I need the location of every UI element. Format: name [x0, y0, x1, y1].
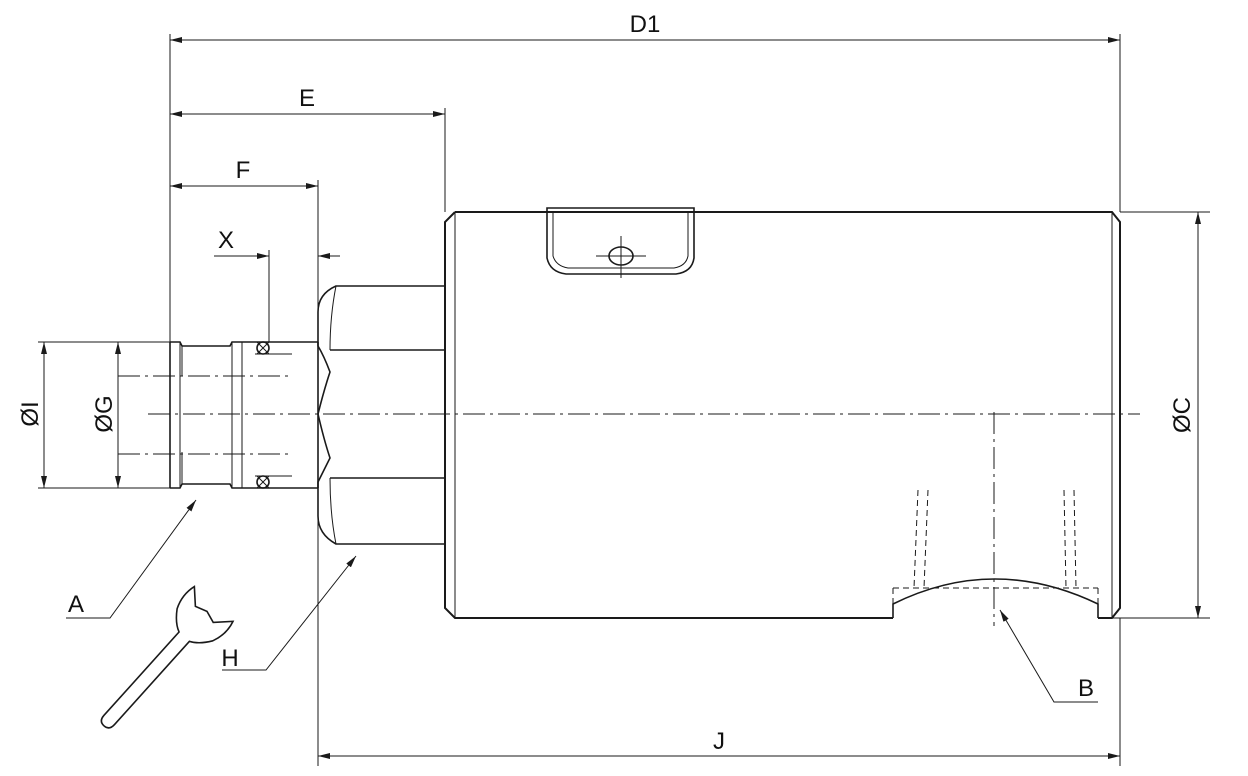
label-j: J: [713, 728, 725, 755]
threaded-fitting: [118, 341, 319, 489]
dimension-lines: [41, 37, 1201, 759]
wrench-icon: [100, 585, 235, 729]
label-x: X: [218, 227, 234, 254]
mounting-tab: [546, 207, 695, 278]
label-b: B: [1078, 675, 1094, 702]
label-dia-g: ØG: [91, 395, 118, 432]
label-d1: D1: [630, 11, 661, 38]
extension-lines: [38, 34, 1210, 766]
callout-leaders: [66, 499, 1098, 703]
label-e: E: [299, 85, 315, 112]
leader-a: [66, 499, 197, 619]
main-body: [444, 211, 1121, 626]
label-a: A: [68, 591, 84, 618]
hex-nut: [317, 285, 446, 545]
label-h: H: [221, 645, 238, 672]
labels: D1 E F X J A H B ØI ØG ØC: [17, 11, 1196, 755]
label-dia-i: ØI: [17, 401, 44, 426]
label-f: F: [236, 157, 251, 184]
label-dia-c: ØC: [1169, 397, 1196, 433]
leader-b: [999, 609, 1098, 703]
leader-h: [222, 555, 357, 671]
